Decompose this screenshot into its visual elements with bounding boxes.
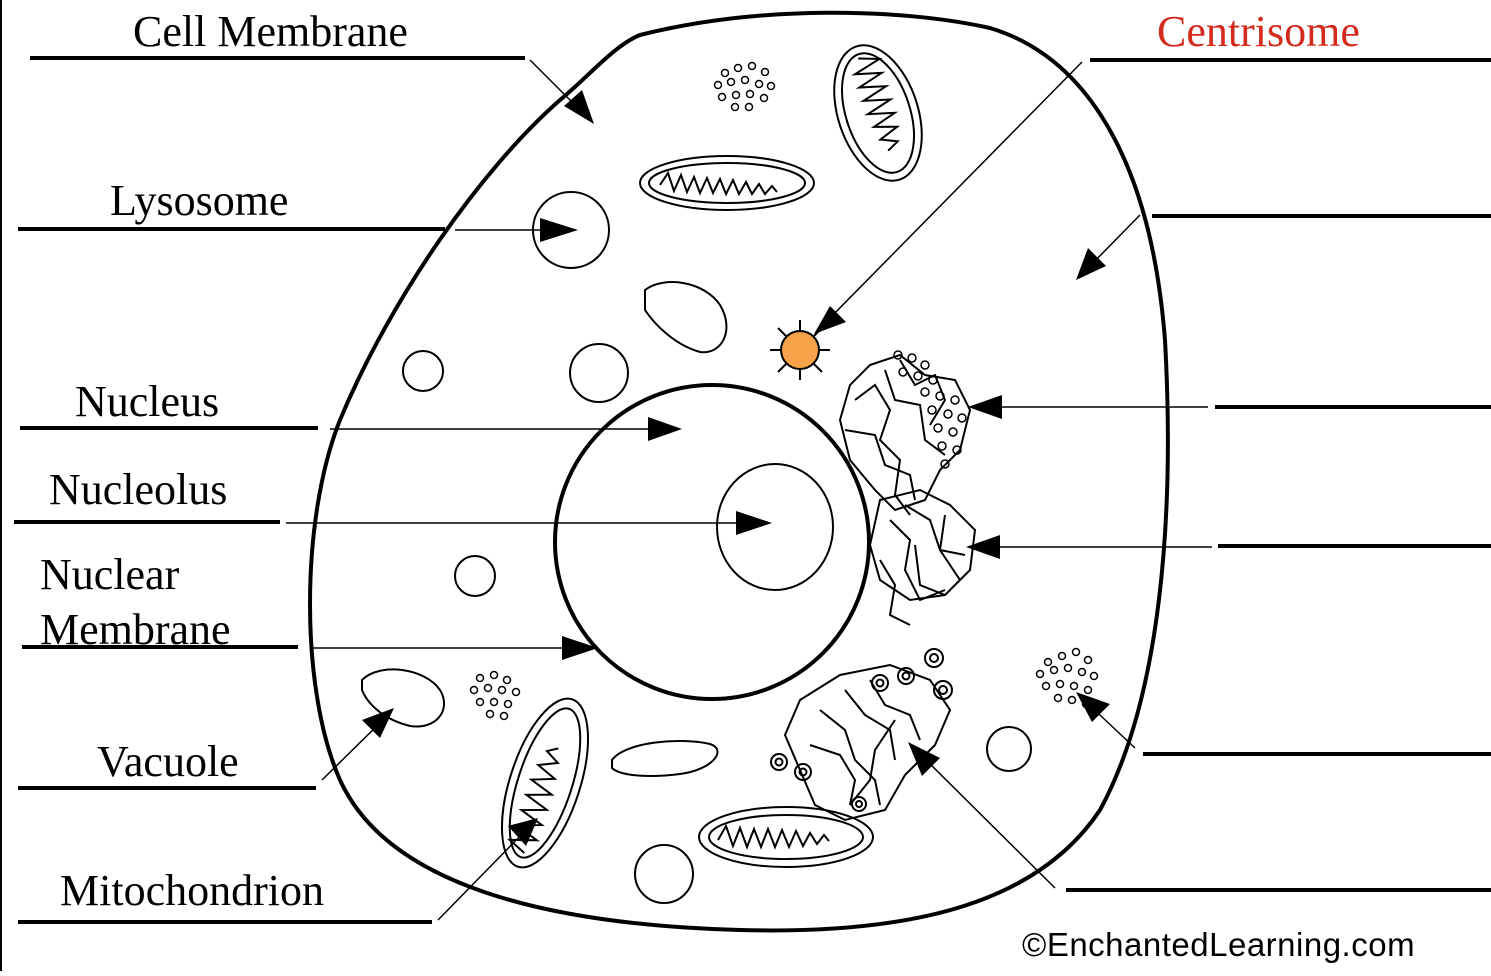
mitochondrion bbox=[818, 34, 937, 192]
mitochondrion bbox=[485, 688, 606, 877]
mitochondria bbox=[485, 34, 938, 877]
nucleolus bbox=[717, 464, 833, 590]
golgi-apparatus bbox=[785, 665, 950, 820]
vesicle bbox=[403, 351, 443, 391]
label-nucleus: Nucleus bbox=[75, 380, 219, 424]
granule-cluster bbox=[715, 63, 775, 111]
arrowhead bbox=[814, 306, 846, 334]
arrowhead bbox=[362, 708, 394, 738]
label-centrisome: Centrisome bbox=[1157, 10, 1360, 54]
mitochondrion bbox=[640, 156, 814, 210]
arrowhead bbox=[1076, 248, 1106, 280]
vesicles bbox=[403, 192, 1031, 903]
vacuole bbox=[612, 741, 718, 776]
cell-membrane-outline bbox=[310, 13, 1168, 931]
label-vacuole: Vacuole bbox=[97, 740, 239, 784]
mitochondrion bbox=[699, 807, 873, 867]
arrowhead bbox=[1076, 692, 1110, 722]
label-mitochondrion: Mitochondrion bbox=[60, 869, 324, 913]
er-granules bbox=[894, 351, 966, 468]
label-nucleolus: Nucleolus bbox=[49, 468, 227, 512]
arrowhead bbox=[562, 636, 598, 660]
label-nuclear-membrane-line2: Membrane bbox=[40, 608, 231, 652]
arrowhead bbox=[736, 511, 772, 535]
arrowhead bbox=[968, 395, 1002, 419]
label-cell-membrane: Cell Membrane bbox=[133, 10, 408, 54]
vacuoles bbox=[362, 282, 726, 776]
vesicle bbox=[987, 727, 1031, 771]
granule-clusters bbox=[471, 63, 1098, 720]
arrowhead bbox=[648, 417, 682, 441]
pointer-mitochondrion bbox=[438, 826, 530, 920]
nucleus bbox=[555, 385, 869, 699]
vesicle bbox=[455, 556, 495, 596]
arrowhead bbox=[540, 218, 578, 242]
copyright-credit: ©EnchantedLearning.com bbox=[1022, 926, 1415, 964]
pointer-golgi bbox=[918, 752, 1055, 888]
arrowhead bbox=[908, 742, 940, 776]
vesicle bbox=[635, 845, 693, 903]
left-border bbox=[0, 0, 2, 971]
granule-cluster bbox=[471, 672, 520, 720]
vesicle bbox=[570, 344, 628, 402]
label-lysosome: Lysosome bbox=[110, 179, 288, 223]
label-nuclear-membrane-line1: Nuclear bbox=[40, 553, 179, 597]
vacuole bbox=[645, 282, 726, 352]
